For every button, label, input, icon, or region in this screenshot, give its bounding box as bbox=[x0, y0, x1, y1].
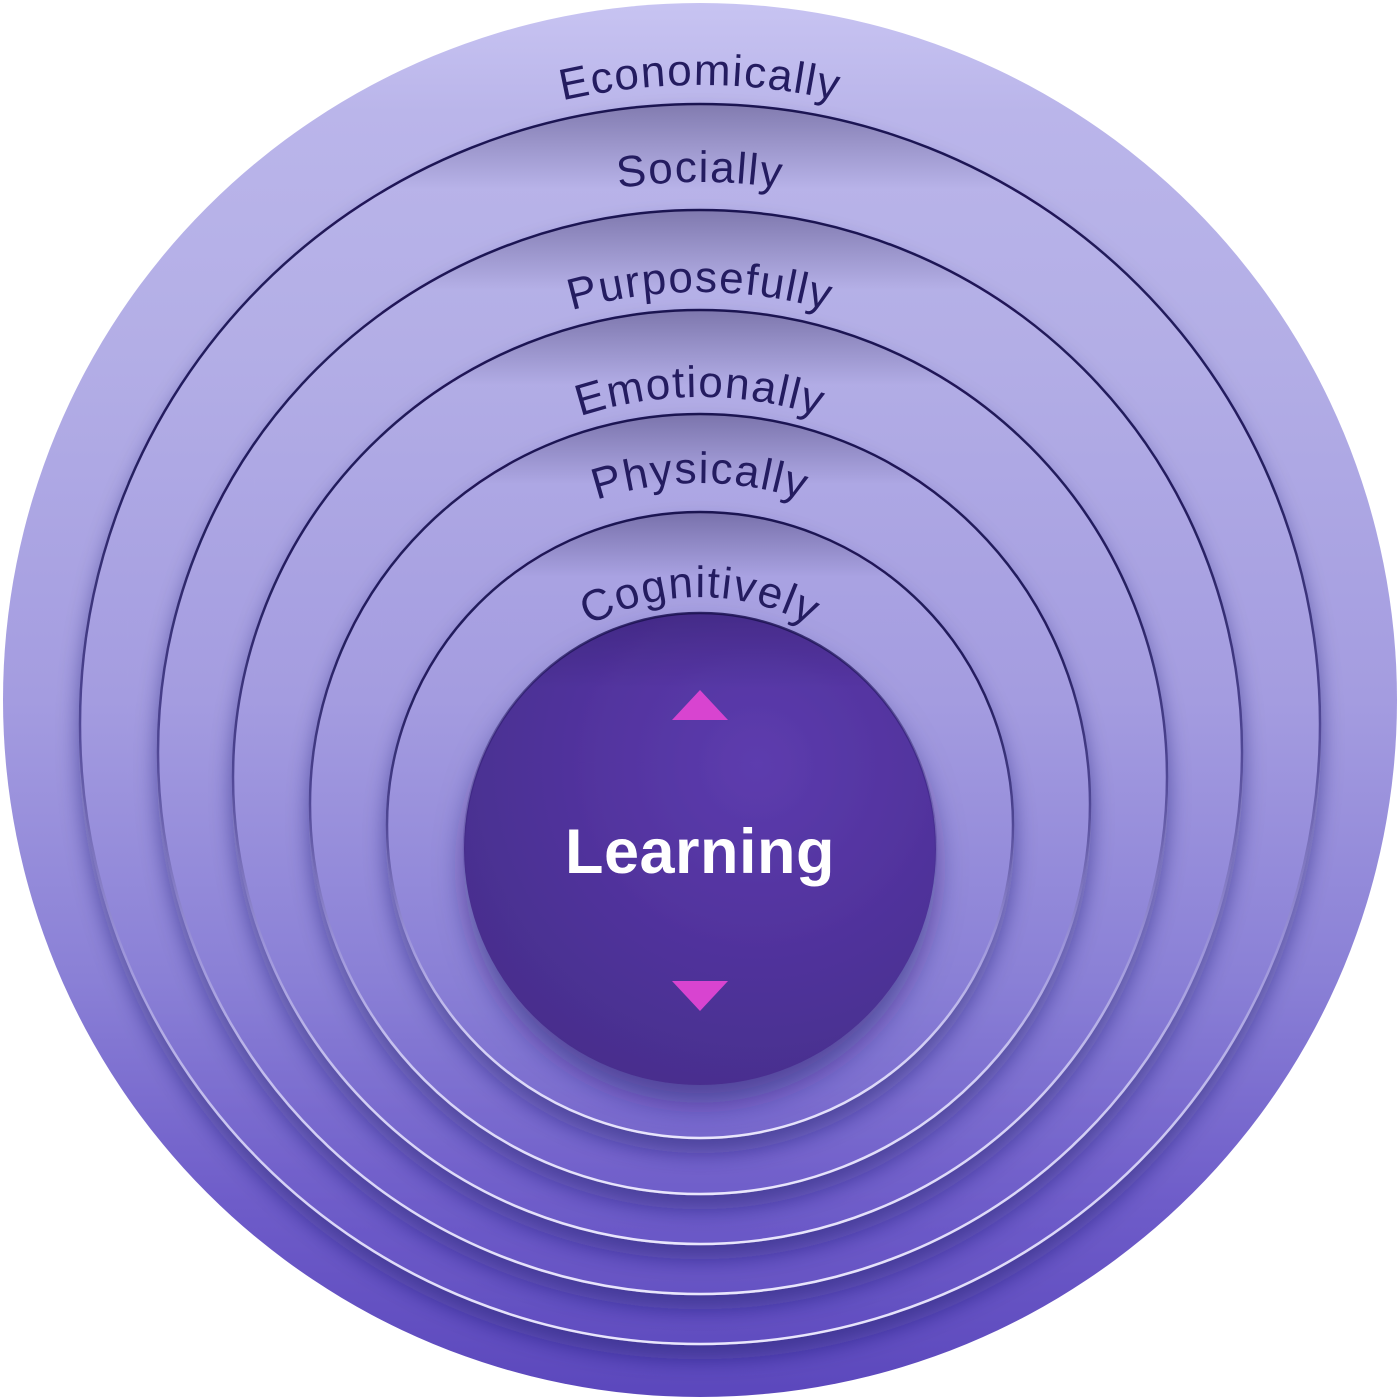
down-arrow-icon bbox=[672, 981, 728, 1011]
up-arrow-icon bbox=[672, 690, 728, 720]
center-label: Learning bbox=[565, 817, 835, 887]
ring-label-socially: Socially bbox=[614, 143, 787, 198]
